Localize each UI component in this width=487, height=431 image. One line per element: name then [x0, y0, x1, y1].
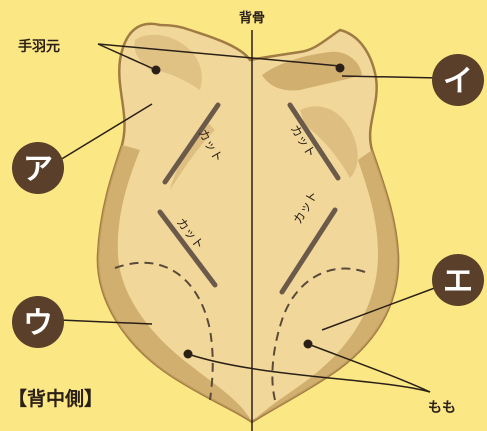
svg-text:イ: イ	[443, 64, 473, 99]
view-label: 【背中側】	[8, 387, 103, 410]
dot-thigh-right	[304, 340, 313, 349]
marker-a: ア	[12, 142, 64, 194]
marker-i: イ	[432, 54, 484, 106]
chicken-body	[98, 24, 398, 422]
dot-thigh-left	[184, 350, 193, 359]
thigh-label: もも	[428, 400, 456, 416]
marker-u: ウ	[12, 296, 64, 348]
dot-wing-root-right	[336, 64, 345, 73]
wing-root-label: 手羽元	[18, 38, 60, 55]
svg-text:エ: エ	[443, 264, 473, 299]
marker-e: エ	[432, 254, 484, 306]
dot-wing-root-left	[152, 66, 161, 75]
spine-label: 背骨	[239, 10, 265, 26]
svg-text:ウ: ウ	[23, 306, 53, 341]
svg-text:ア: ア	[23, 152, 53, 187]
